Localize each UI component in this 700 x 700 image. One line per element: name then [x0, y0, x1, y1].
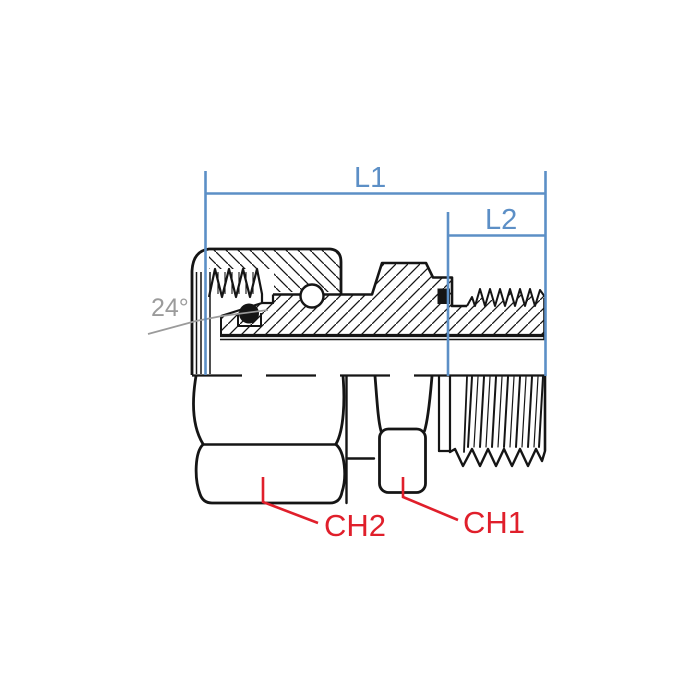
nut-thread-vertical-lines [195, 272, 211, 374]
ch1-label: CH1 [463, 505, 525, 540]
exterior-view-lower [192, 374, 547, 505]
body-surface-profile [273, 261, 467, 308]
ch2-hex [192, 374, 347, 505]
ch1-hex [373, 374, 434, 494]
ball-seal-circle [299, 283, 325, 309]
body-hatch-area [221, 263, 545, 335]
nut-internal-thread-teeth [207, 267, 264, 303]
section-view-upper [190, 247, 546, 377]
nut-hatch-area [209, 249, 341, 292]
thread-crest-lines-thin [473, 376, 539, 448]
dimension-lines [204, 171, 547, 376]
angle-label: 24° [151, 294, 189, 322]
l1-label: L1 [354, 162, 386, 194]
wrench-callouts [261, 477, 459, 525]
thread-runout-line [463, 376, 468, 453]
angle-annotation [147, 309, 269, 335]
oring-groove-bracket [237, 313, 262, 327]
l2-label: L2 [485, 204, 517, 236]
swivel-nut-outline [190, 247, 343, 375]
angle-leader-line [147, 309, 269, 335]
male-thread-exterior [448, 374, 547, 468]
ch2-front-face [194, 443, 347, 505]
ch2-label: CH2 [324, 508, 386, 543]
ch2-leader-line [261, 477, 319, 525]
ch1-leader-line [401, 477, 459, 522]
ch2-right-edge [334, 374, 346, 446]
male-thread-section-teeth [466, 288, 546, 307]
thread-crest-lines-thick [467, 376, 544, 448]
ch2-left-edge [192, 374, 205, 446]
ch1-left-edge [373, 374, 383, 433]
thread-v-crests [448, 447, 547, 468]
washer-collar [437, 374, 452, 453]
oring-dot [239, 303, 259, 324]
ch1-right-edge [423, 374, 434, 433]
